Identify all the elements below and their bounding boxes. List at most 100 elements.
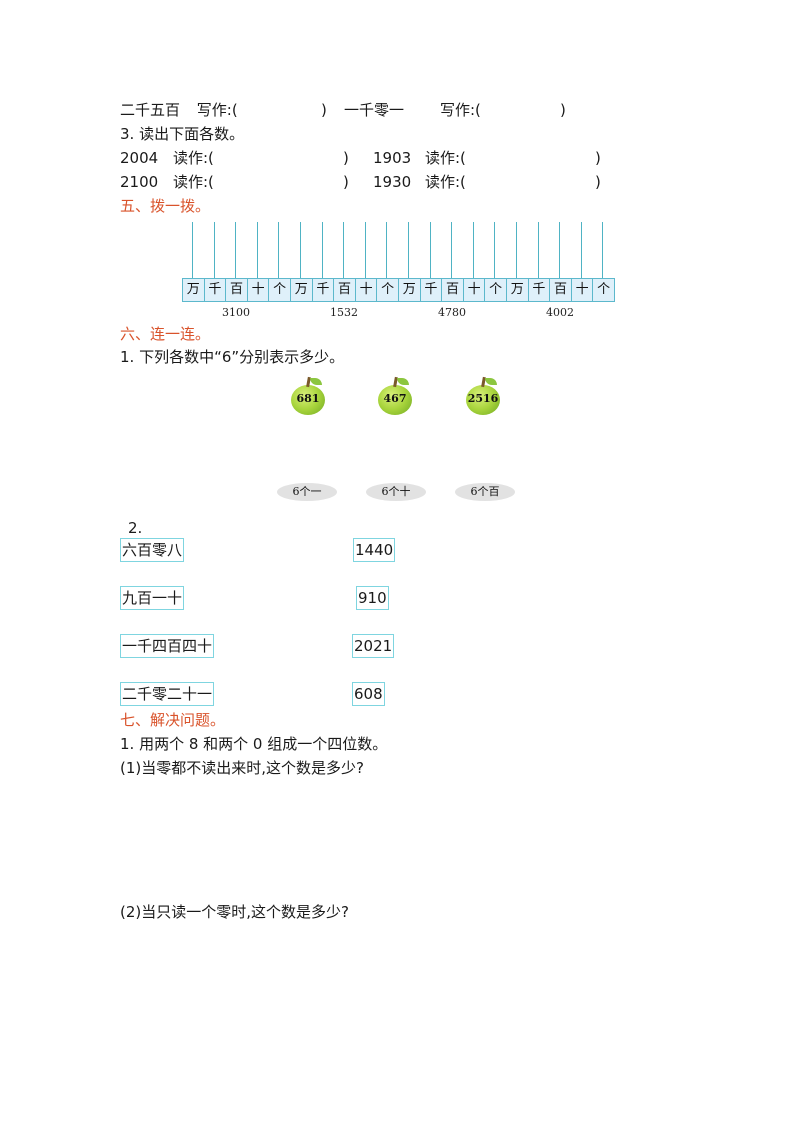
apple-number: 681 [296,392,320,405]
place-label: 个 [489,282,503,297]
abacus-rod [257,222,258,278]
write-label-2: 写作:( [440,101,481,119]
abacus-rod [581,222,582,278]
abacus-value: 4002 [546,306,574,319]
abacus-rod [343,222,344,278]
place-label: 千 [313,279,335,301]
place-label: 百 [334,279,356,301]
abacus-rod [365,222,366,278]
abacus-value: 1532 [330,306,358,319]
read-close: ) [595,173,601,191]
place-label: 百 [442,279,464,301]
write-item-2: 一千零一 [344,101,405,119]
match-left-4[interactable]: 二千零二十一 [120,682,215,706]
question-1-title: 1. 下列各数中“6”分别表示多少。 [120,348,345,366]
abacus-rod [214,222,215,278]
place-value-row: 万 千 百 十 个 [506,278,615,302]
answer-oval-tens[interactable]: 6个十 [366,483,426,501]
match-right-2[interactable]: 910 [356,586,389,610]
place-value-row: 万 千 百 十 个 [398,278,507,302]
place-label: 百 [550,279,572,301]
place-value-row: 万 千 百 十 个 [182,278,291,302]
section-6-title: 六、连一连。 [120,325,211,343]
write-close-2: ) [560,101,566,119]
sub-question-2: (2)当只读一个零时,这个数是多少? [120,903,349,921]
read-label: 读作:( [425,149,466,167]
abacus-rod [538,222,539,278]
apple-467[interactable]: 467 [376,376,414,415]
abacus-rod [322,222,323,278]
abacus-rod [278,222,279,278]
read-number: 1930 [373,173,412,191]
section-5-title: 五、拨一拨。 [120,197,211,215]
place-label: 百 [226,279,248,301]
place-label: 十 [572,279,594,301]
write-item-1: 二千五百 [120,101,181,119]
place-label: 十 [464,279,486,301]
apple-leaf [310,378,322,385]
place-label: 万 [183,279,205,301]
place-label: 万 [507,279,529,301]
apple-icon [466,385,500,415]
read-close: ) [343,149,349,167]
place-label: 十 [248,279,270,301]
abacus-rod [494,222,495,278]
abacus-rod [386,222,387,278]
place-value-row: 万 千 百 十 个 [290,278,399,302]
abacus-value: 3100 [222,306,250,319]
place-label: 万 [399,279,421,301]
read-label: 读作:( [173,173,214,191]
abacus-rod [300,222,301,278]
place-label: 千 [421,279,443,301]
sub-question-1: (1)当零都不读出来时,这个数是多少? [120,759,364,777]
write-row: 二千五百 写作:( [120,100,238,120]
place-label: 千 [529,279,551,301]
read-close: ) [343,173,349,191]
question-2-title: 2. [128,519,143,537]
apple-leaf [485,378,497,385]
write-label-1: 写作:( [196,101,238,119]
apple-number: 2516 [467,392,499,405]
match-right-3[interactable]: 2021 [352,634,395,658]
abacus-rod [559,222,560,278]
abacus-value: 4780 [438,306,466,319]
abacus-rod [602,222,603,278]
abacus-rod [430,222,431,278]
answer-oval-hundreds[interactable]: 6个百 [455,483,515,501]
match-right-4[interactable]: 608 [352,682,385,706]
apple-icon [378,385,412,415]
apple-icon [291,385,325,415]
apple-number: 467 [383,392,407,405]
read-label: 读作:( [425,173,466,191]
place-label: 个 [273,282,287,297]
apple-2516[interactable]: 2516 [464,376,502,415]
abacus-rod [473,222,474,278]
match-right-1[interactable]: 1440 [353,538,396,562]
read-number: 2004 [120,149,159,167]
abacus-1: 万 千 百 十 个 3100 [182,222,291,319]
read-close: ) [595,149,601,167]
abacus-rod [192,222,193,278]
match-left-3[interactable]: 一千四百四十 [120,634,215,658]
abacus-rod [408,222,409,278]
place-label: 个 [597,282,611,297]
question-3-title: 3. 读出下面各数。 [120,125,245,143]
abacus-rod [451,222,452,278]
answer-oval-ones[interactable]: 6个一 [277,483,337,501]
apple-leaf [397,378,409,385]
read-number: 1903 [373,149,412,167]
problem-1-title: 1. 用两个 8 和两个 0 组成一个四位数。 [120,735,388,753]
abacus-2: 万 千 百 十 个 1532 [290,222,399,319]
place-label: 万 [291,279,313,301]
abacus-3: 万 千 百 十 个 4780 [398,222,507,319]
match-left-1[interactable]: 六百零八 [120,538,185,562]
place-label: 千 [205,279,227,301]
section-7-title: 七、解决问题。 [120,711,226,729]
abacus-rod [516,222,517,278]
place-label: 个 [381,282,395,297]
abacus-4: 万 千 百 十 个 4002 [506,222,615,319]
match-left-2[interactable]: 九百一十 [120,586,185,610]
read-number: 2100 [120,173,159,191]
read-label: 读作:( [173,149,214,167]
apple-681[interactable]: 681 [289,376,327,415]
